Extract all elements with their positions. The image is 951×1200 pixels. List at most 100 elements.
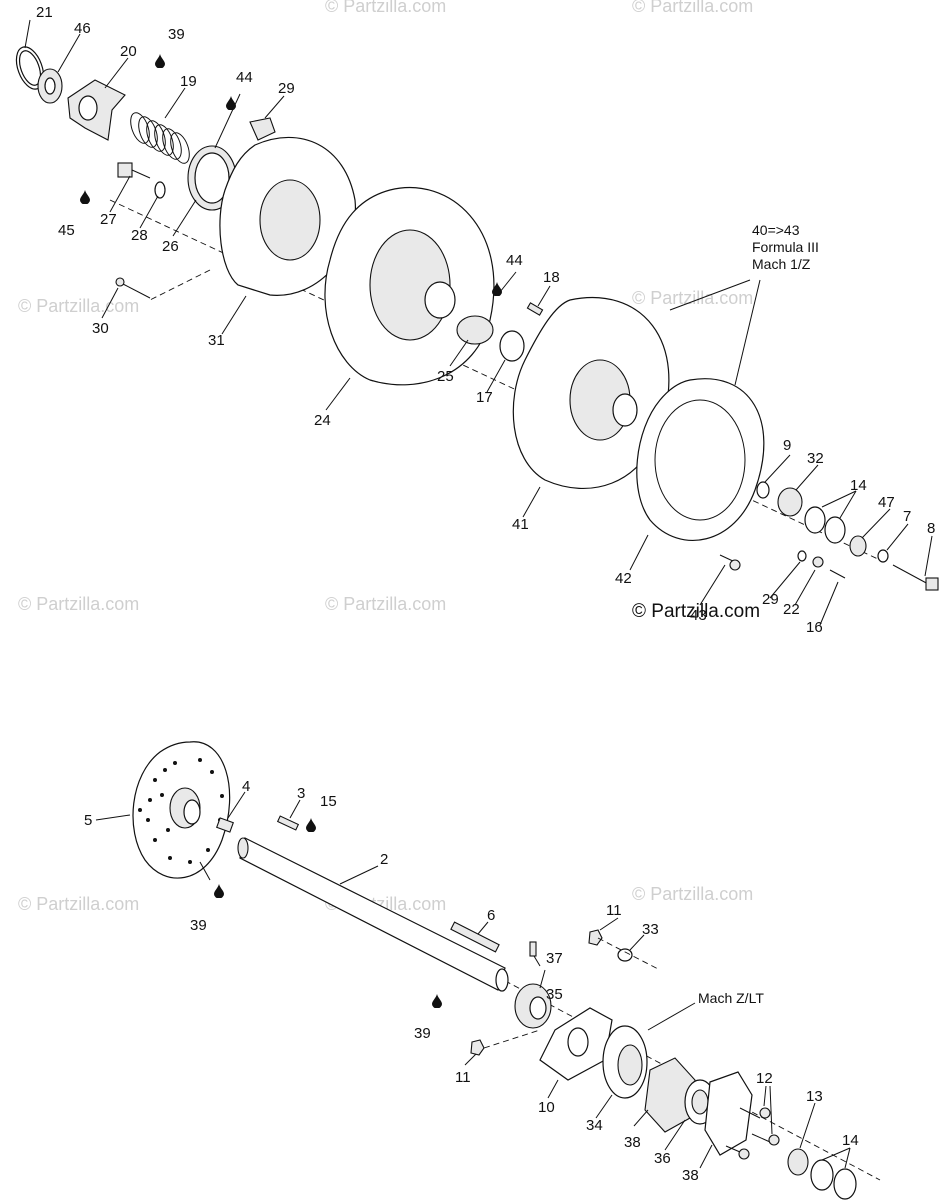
spring [130, 112, 190, 164]
callout-29: 29 [278, 80, 295, 97]
washer [797, 550, 807, 562]
washer [154, 181, 166, 199]
callout-28: 28 [131, 227, 148, 244]
oil-drop-icon [306, 818, 316, 832]
callout-38: 38 [682, 1167, 699, 1184]
callout-46: 46 [74, 20, 91, 37]
note-mach: Mach 1/Z [752, 256, 811, 272]
leader-lines [24, 19, 933, 626]
watermark: © Partzilla.com [18, 894, 139, 914]
callout-43: 43 [690, 607, 707, 624]
callout-2: 2 [380, 851, 388, 868]
screw [115, 277, 151, 299]
callout-18: 18 [543, 269, 560, 286]
callout-30: 30 [92, 320, 109, 337]
callout-41: 41 [512, 516, 529, 533]
key [276, 815, 300, 831]
watermark: © Partzilla.com [325, 0, 446, 16]
callout-47: 47 [878, 494, 895, 511]
watermark: © Partzilla.com [325, 594, 446, 614]
callout-34: 34 [586, 1117, 603, 1134]
oil-drop-icon [226, 96, 236, 110]
callout-27: 27 [100, 211, 117, 228]
ring [824, 516, 846, 544]
spring-pin [216, 817, 234, 833]
callout-17: 17 [476, 389, 493, 406]
bolt [725, 1145, 750, 1160]
callout-4: 4 [242, 778, 250, 795]
screw [719, 554, 741, 571]
nut [588, 929, 603, 946]
nut [470, 1039, 485, 1056]
callout-13: 13 [806, 1088, 823, 1105]
washer [756, 481, 770, 499]
key [450, 921, 500, 953]
callout-11: 11 [606, 902, 622, 919]
callout-19: 19 [180, 73, 197, 90]
callout-45: 45 [58, 222, 75, 239]
bolt [892, 564, 939, 591]
callout-39: 39 [414, 1025, 431, 1042]
brake-shaft-assembly: 5 4 3 15 39 2 6 37 11 33 35 39 11 10 34 … [84, 741, 881, 1200]
note-range: 40=>43 [752, 222, 800, 238]
spacer [787, 1148, 809, 1176]
clip [249, 117, 276, 141]
callout-22: 22 [783, 601, 800, 618]
bearing-flange [704, 1071, 753, 1156]
bolt [751, 1133, 780, 1146]
washer [617, 948, 633, 962]
callout-12: 12 [756, 1070, 773, 1087]
callout-21: 21 [36, 4, 53, 21]
shaft [237, 837, 509, 992]
brake-disc [132, 741, 231, 879]
bolt [739, 1107, 771, 1119]
watermark: © Partzilla.com [632, 884, 753, 904]
callout-16: 16 [806, 619, 823, 636]
callout-31: 31 [208, 332, 225, 349]
washer [849, 535, 867, 557]
watermark: © Partzilla.com [632, 0, 753, 16]
callout-42: 42 [615, 570, 632, 587]
bolt [117, 162, 151, 179]
watermark: © Partzilla.com [632, 288, 753, 308]
leader-lines [95, 791, 851, 1169]
oil-drop-icon [155, 54, 165, 68]
callout-5: 5 [84, 812, 92, 829]
callout-10: 10 [538, 1099, 555, 1116]
callout-36: 36 [654, 1150, 671, 1167]
oil-drop-icon [80, 190, 90, 204]
set-screw [829, 569, 846, 579]
callout-29: 29 [762, 591, 779, 608]
ring [804, 506, 826, 534]
bushing [456, 315, 494, 345]
washer [877, 549, 889, 563]
watermark: © Partzilla.com [18, 296, 139, 316]
callout-32: 32 [807, 450, 824, 467]
callout-8: 8 [927, 520, 935, 537]
callout-7: 7 [903, 508, 911, 525]
callout-9: 9 [783, 437, 791, 454]
callout-11: 11 [455, 1069, 471, 1086]
callout-15: 15 [320, 793, 337, 810]
note-mach-z-lt: Mach Z/LT [698, 990, 764, 1006]
driven-pulley-assembly: 21 46 20 39 19 44 29 45 27 28 26 30 31 2… [15, 4, 939, 636]
spacer [777, 487, 803, 517]
watermark-main: © Partzilla.com [632, 601, 760, 622]
watermark: © Partzilla.com [18, 594, 139, 614]
callout-35: 35 [546, 986, 563, 1003]
callout-26: 26 [162, 238, 179, 255]
oil-drop-icon [432, 994, 442, 1008]
set-screw [529, 941, 537, 957]
callout-39: 39 [190, 917, 207, 934]
cover-disc [636, 378, 765, 542]
callout-38: 38 [624, 1134, 641, 1151]
nut [812, 556, 824, 568]
ring [833, 1168, 857, 1200]
note-formula: Formula III [752, 239, 819, 255]
callout-33: 33 [642, 921, 659, 938]
callout-39: 39 [168, 26, 185, 43]
oil-drop-icon [214, 884, 224, 898]
callout-14: 14 [842, 1132, 859, 1149]
callout-6: 6 [487, 907, 495, 924]
callout-24: 24 [314, 412, 331, 429]
